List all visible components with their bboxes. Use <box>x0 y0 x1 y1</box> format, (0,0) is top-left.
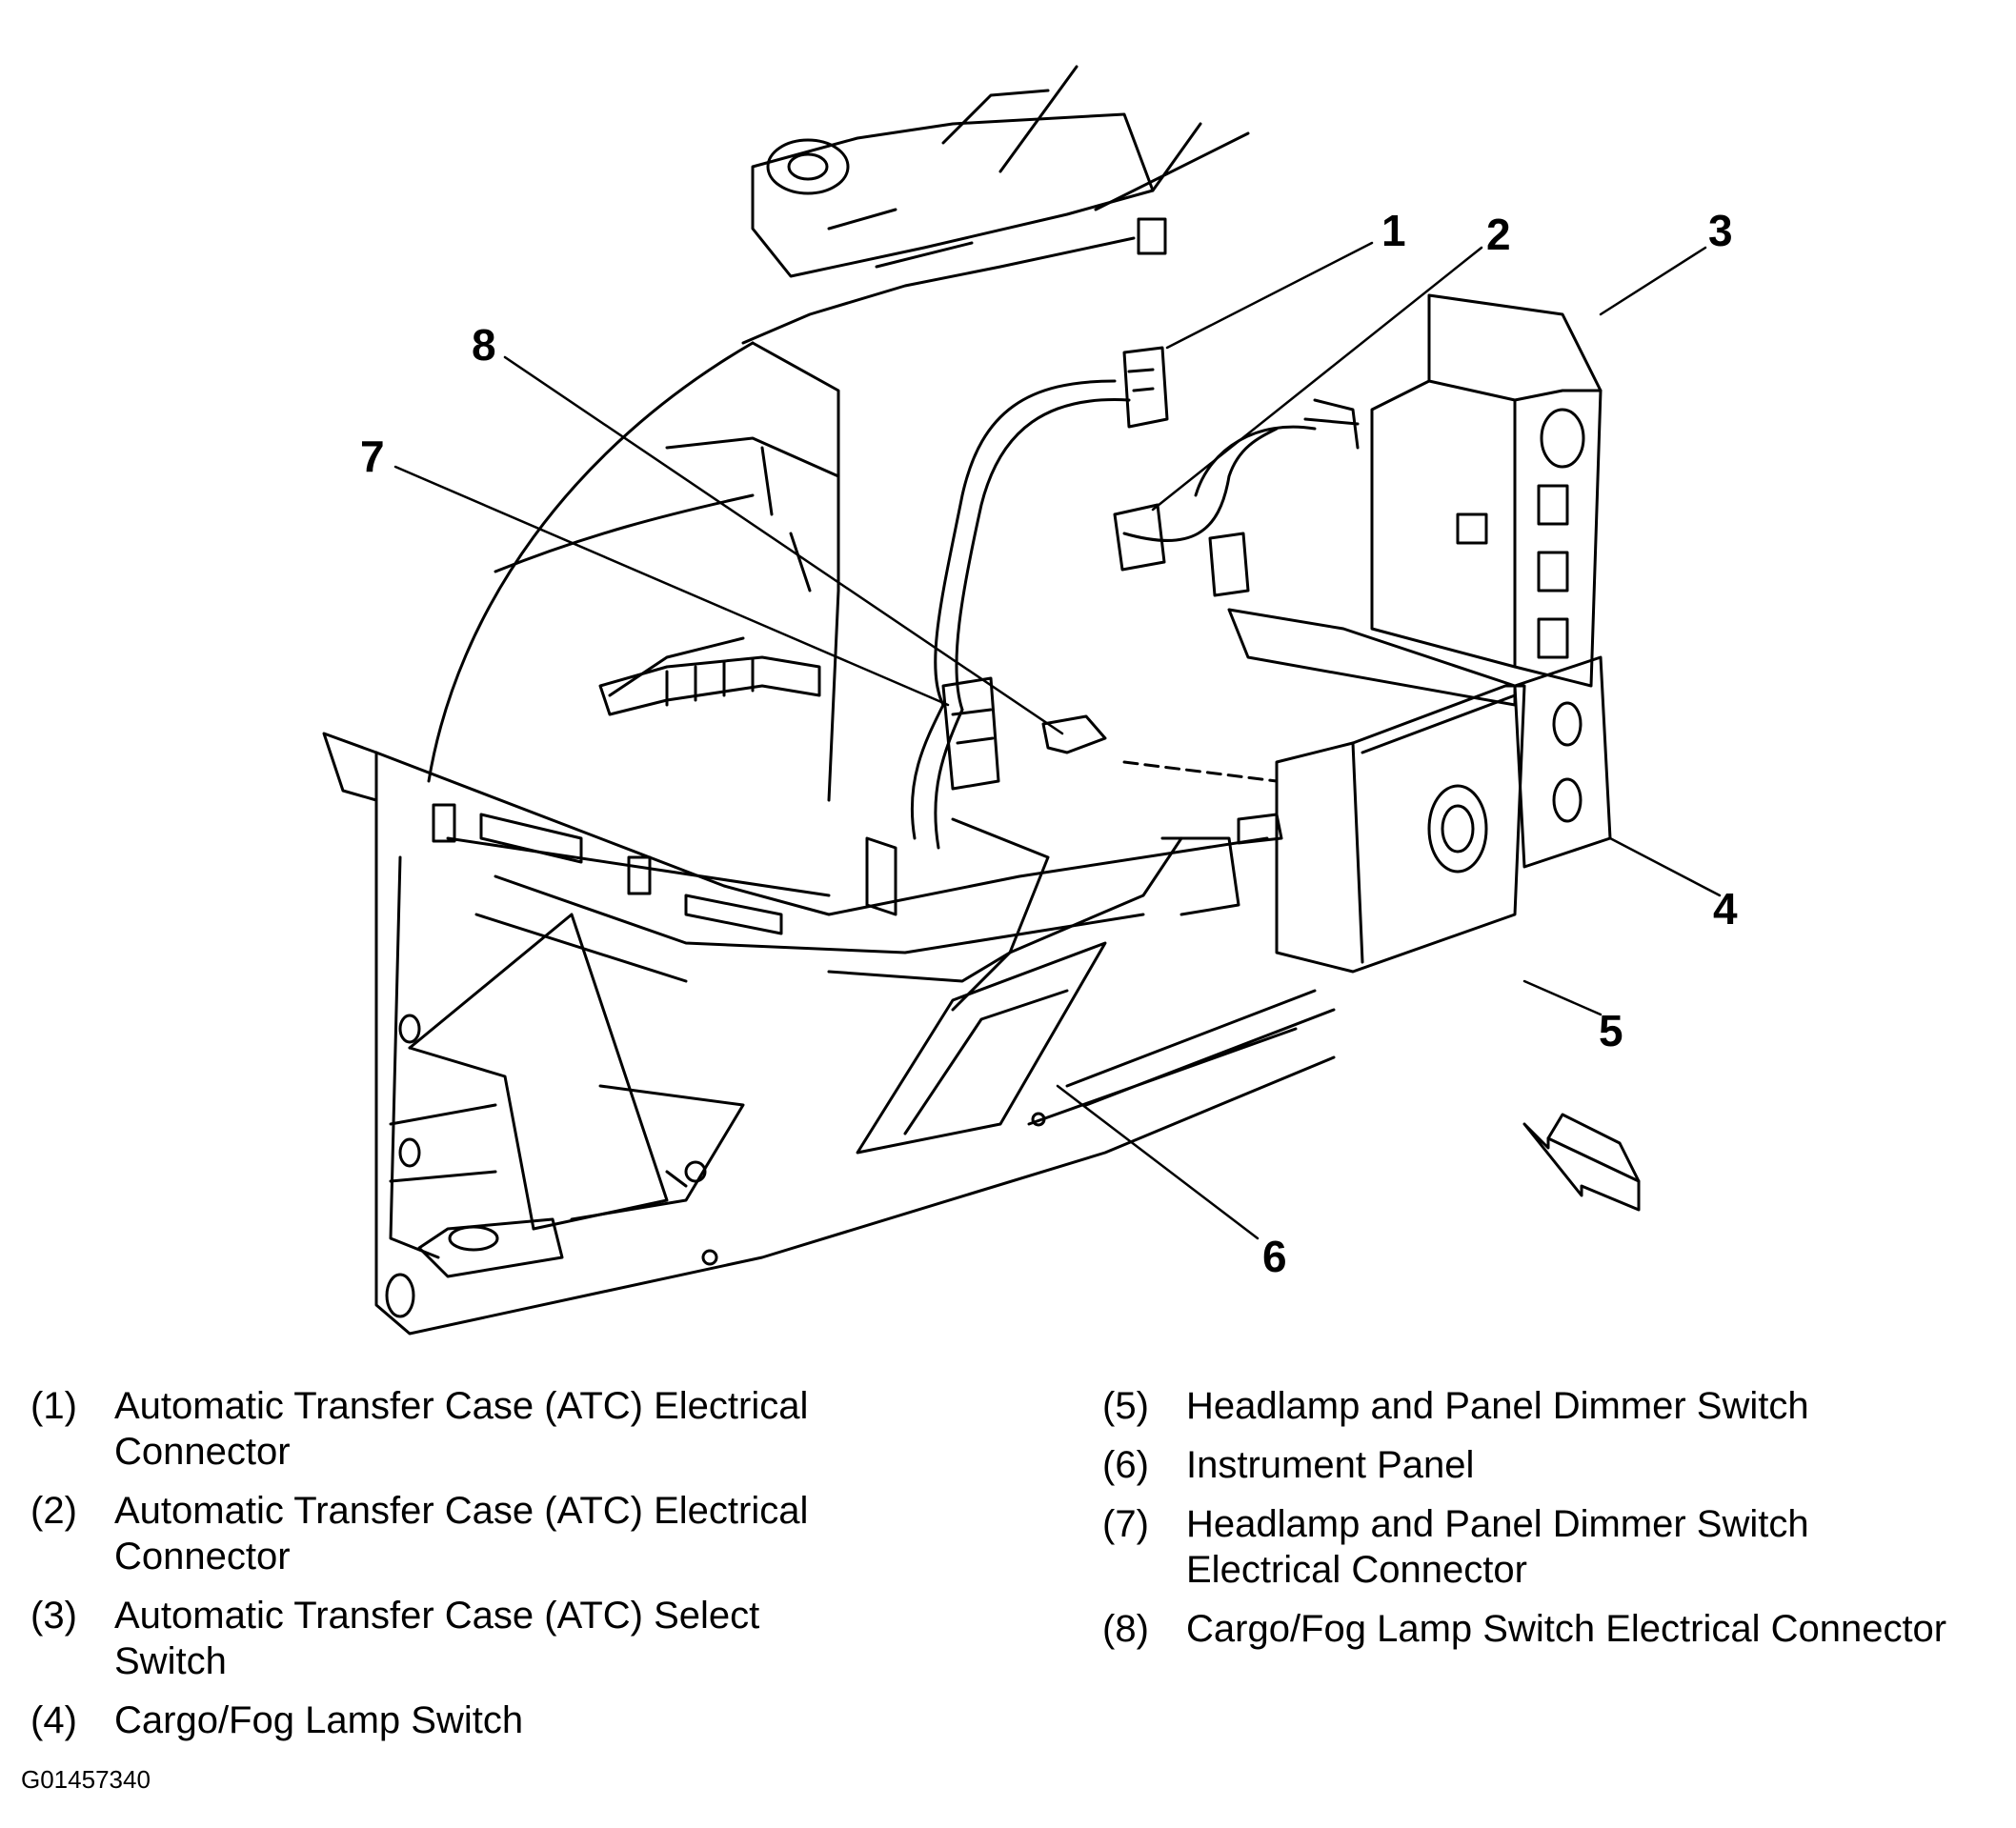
legend-number: (2) <box>30 1490 77 1532</box>
legend-number: (7) <box>1102 1503 1149 1545</box>
legend-item-8: (8) Cargo/Fog Lamp Switch Electrical Con… <box>1102 1606 2007 1652</box>
dash-side-panel <box>427 341 840 802</box>
legend-item-1: (1) Automatic Transfer Case (ATC) Electr… <box>30 1383 1021 1475</box>
callout-6: 6 <box>1262 1232 1287 1281</box>
legend-text: Cargo/Fog Lamp Switch <box>114 1699 524 1741</box>
callout-4: 4 <box>1713 884 1738 934</box>
legend-item-3: (3) Automatic Transfer Case (ATC) Select… <box>30 1593 1021 1684</box>
cargo-fog-lamp-switch <box>1513 655 1612 869</box>
callout-5: 5 <box>1599 1006 1623 1055</box>
legend-item-2: (2) Automatic Transfer Case (ATC) Electr… <box>30 1488 1021 1579</box>
vent-duct <box>598 655 821 716</box>
view-direction-arrow <box>1522 1113 1641 1212</box>
legend-number: (3) <box>30 1595 77 1637</box>
callout-7: 7 <box>360 432 385 481</box>
legend-number: (1) <box>30 1385 77 1427</box>
legend-text: Instrument Panel <box>1186 1444 1475 1486</box>
legend-number: (8) <box>1102 1608 1149 1650</box>
instrument-panel-body <box>322 732 1336 1336</box>
callout-1: 1 <box>1381 206 1406 255</box>
wiring-harness <box>910 379 1317 850</box>
cargo-fog-connector-8 <box>1041 714 1107 754</box>
legend-text: Automatic Transfer Case (ATC) Select Swi… <box>114 1595 760 1682</box>
upper-dash-structure <box>741 65 1250 345</box>
headlamp-switch-connector-7 <box>941 676 1000 791</box>
legend-left-column: (1) Automatic Transfer Case (ATC) Electr… <box>30 1383 1021 1757</box>
legend-text: Automatic Transfer Case (ATC) Electrical… <box>114 1490 809 1577</box>
legend-text: Headlamp and Panel Dimmer Switch <box>1186 1385 1809 1427</box>
legend-item-5: (5) Headlamp and Panel Dimmer Switch <box>1102 1383 2007 1429</box>
legend-item-4: (4) Cargo/Fog Lamp Switch <box>30 1697 1021 1743</box>
legend-text: Automatic Transfer Case (ATC) Electrical… <box>114 1385 809 1473</box>
figure-id: G01457340 <box>21 1765 151 1794</box>
legend-number: (5) <box>1102 1385 1149 1427</box>
callout-2: 2 <box>1486 210 1511 259</box>
legend-number: (4) <box>30 1699 77 1741</box>
legend-text: Headlamp and Panel Dimmer Switch Electri… <box>1186 1503 1809 1591</box>
instrument-panel-diagram: 1 2 3 4 5 6 7 8 <box>322 65 1738 1336</box>
legend-text: Cargo/Fog Lamp Switch Electrical Connect… <box>1186 1608 1947 1650</box>
legend-item-6: (6) Instrument Panel <box>1102 1442 2007 1488</box>
callout-3: 3 <box>1708 206 1733 255</box>
headlamp-dimmer-switch <box>1122 684 1526 974</box>
atc-connector-2 <box>1113 503 1250 597</box>
atc-select-switch <box>1227 293 1603 707</box>
legend-right-column: (5) Headlamp and Panel Dimmer Switch (6)… <box>1102 1383 2007 1665</box>
atc-connector-1 <box>1122 346 1169 429</box>
leader-lines <box>393 241 1722 1240</box>
callout-labels: 1 2 3 4 5 6 7 8 <box>360 206 1738 1281</box>
legend-item-7: (7) Headlamp and Panel Dimmer Switch Ele… <box>1102 1501 2007 1593</box>
legend-number: (6) <box>1102 1444 1149 1486</box>
callout-8: 8 <box>472 320 496 370</box>
